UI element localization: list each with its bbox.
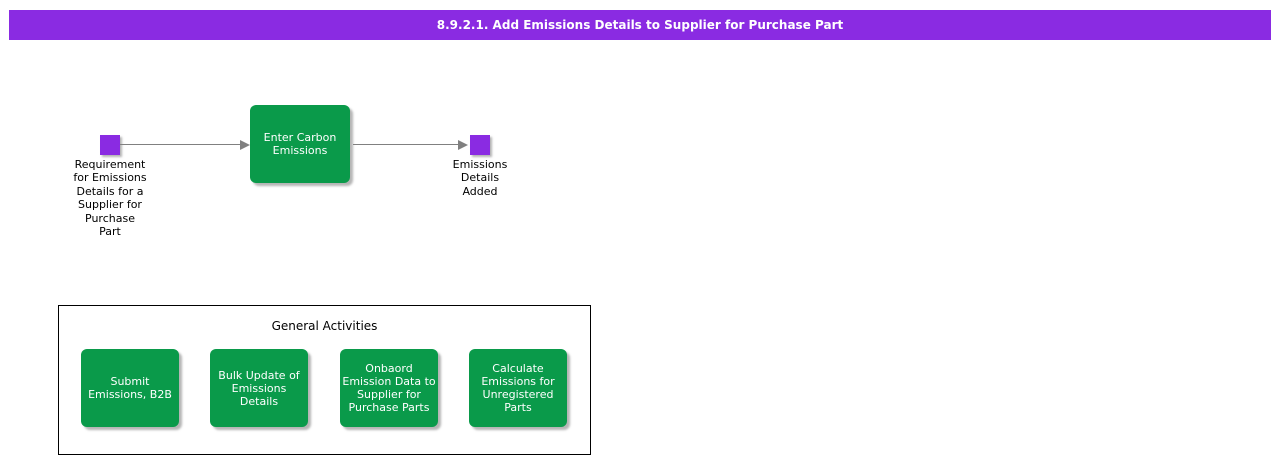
flow-arrow-line-1: [120, 144, 242, 145]
button-calculate-emissions-unregistered-parts[interactable]: Calculate Emissions for Unregistered Par…: [469, 349, 567, 427]
flow-arrowhead-icon-1: [240, 140, 250, 150]
button-label: Bulk Update of Emissions Details: [218, 368, 300, 408]
button-onboard-emission-data-supplier-purchase-parts[interactable]: Onbaord Emission Data to Supplier for Pu…: [340, 349, 438, 427]
start-event-marker: [100, 135, 120, 155]
end-event-marker: [470, 135, 490, 155]
end-event-label: Emissions Details Added: [452, 158, 508, 198]
button-bulk-update-emissions-details[interactable]: Bulk Update of Emissions Details: [210, 349, 308, 427]
activity-enter-carbon-emissions[interactable]: Enter Carbon Emissions: [250, 105, 350, 183]
button-label: Submit Emissions, B2B: [88, 375, 172, 401]
general-activities-panel: General Activities Submit Emissions, B2B…: [58, 305, 591, 455]
page-title: 8.9.2.1. Add Emissions Details to Suppli…: [436, 18, 844, 32]
flow-arrow-line-2: [353, 144, 460, 145]
general-activities-title: General Activities: [271, 319, 378, 333]
diagram-title-bar: 8.9.2.1. Add Emissions Details to Suppli…: [9, 10, 1271, 40]
button-label: Onbaord Emission Data to Supplier for Pu…: [342, 362, 436, 414]
start-event-label: Requirement for Emissions Details for a …: [73, 158, 147, 239]
flow-arrowhead-icon-2: [458, 140, 468, 150]
button-submit-emissions-b2b[interactable]: Submit Emissions, B2B: [81, 349, 179, 427]
button-label: Calculate Emissions for Unregistered Par…: [481, 362, 555, 414]
activity-label: Enter Carbon Emissions: [263, 131, 337, 157]
